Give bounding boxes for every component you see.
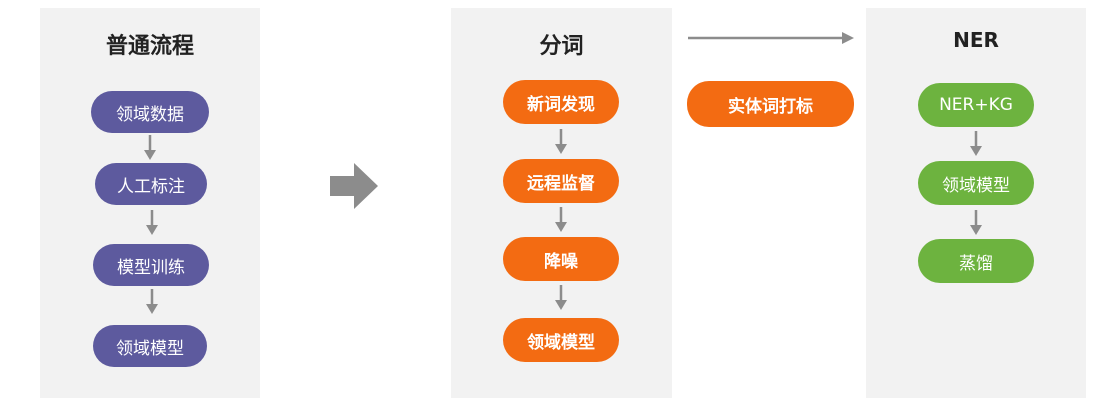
down-arrow-icon [555, 129, 567, 154]
down-arrow-icon [146, 289, 158, 314]
step-denoising: 降噪 [503, 237, 619, 281]
down-arrow-icon [970, 131, 982, 156]
panel-title-segmentation: 分词 [539, 34, 584, 59]
down-arrow-icon [555, 285, 567, 310]
down-arrow-icon [970, 210, 982, 235]
panel-standard-process: 普通流程 领域数据 人工标注 模型训练 领域模型 [40, 8, 260, 398]
step-manual-annotation: 人工标注 [95, 163, 207, 205]
right-arrow-icon [330, 163, 378, 209]
step-domain-model: 领域模型 [93, 325, 207, 367]
panel-title-ner: NER [953, 28, 999, 52]
step-ner-kg: NER+KG [918, 83, 1034, 127]
step-new-word-discovery: 新词发现 [503, 80, 619, 124]
step-entity-tagging: 实体词打标 [687, 81, 854, 127]
step-distant-supervision: 远程监督 [503, 159, 619, 203]
step-domain-model-seg: 领域模型 [503, 318, 619, 362]
step-model-training: 模型训练 [93, 244, 209, 286]
connector-arrow-icon [688, 32, 854, 44]
panel-ner: NER NER+KG 领域模型 蒸馏 [866, 8, 1086, 398]
step-domain-model-ner: 领域模型 [918, 161, 1034, 205]
panel-title-standard: 普通流程 [105, 34, 194, 59]
step-domain-data: 领域数据 [91, 91, 209, 133]
down-arrow-icon [555, 207, 567, 232]
down-arrow-icon [144, 135, 156, 160]
step-distillation: 蒸馏 [918, 239, 1034, 283]
panel-segmentation: 分词 新词发现 远程监督 降噪 领域模型 [451, 8, 672, 398]
down-arrow-icon [146, 210, 158, 235]
